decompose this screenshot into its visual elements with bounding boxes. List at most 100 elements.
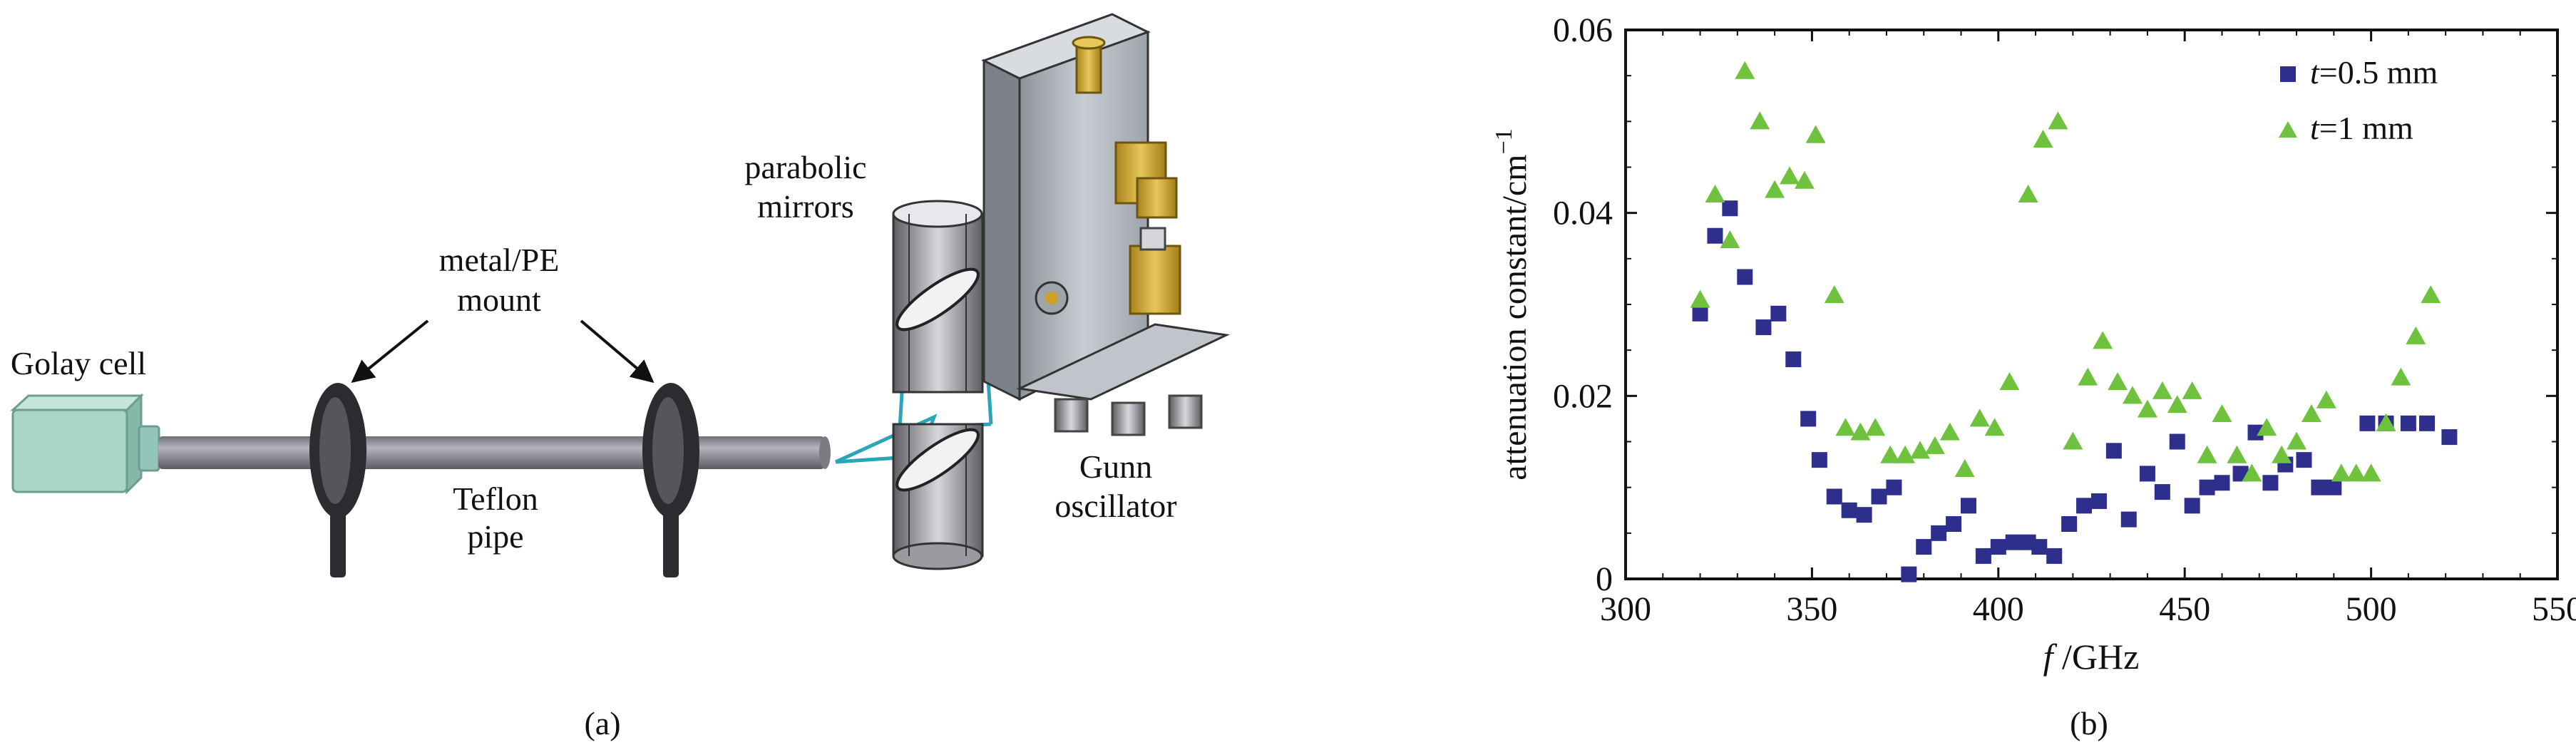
data-point-square [1990,539,2006,555]
data-point-triangle [2242,463,2262,482]
data-point-square [1800,411,1817,427]
data-point-square [2311,479,2327,495]
data-point-triangle [2137,399,2157,418]
legend-series-2-var: t [2310,110,2320,146]
legend-label-series-1: t=0.5 mm [2310,54,2438,91]
data-point-square [2262,475,2279,491]
data-point-square [2139,466,2155,482]
golay-cell-icon [10,393,160,495]
data-point-triangle [2108,372,2128,391]
x-tick-label: 550 [2532,590,2576,628]
mount-arrow-left [351,319,429,384]
legend-marker-triangle [2279,121,2297,138]
data-point-square [1770,305,1787,322]
gunn-oscillator-label-line1: Gunn [1079,448,1152,485]
data-point-triangle [2421,285,2441,304]
data-point-triangle [1999,372,2020,391]
y-axis-label-text: attenuation constant/cm [1496,154,1534,480]
data-point-triangle [2331,463,2351,482]
data-point-square [2247,424,2264,441]
data-point-square [2359,415,2376,431]
data-point-triangle [1705,185,1725,202]
data-point-square [2296,452,2312,468]
mount-label-line2: mount [457,282,541,318]
series-t-1mm [1690,61,2441,482]
data-point-triangle [1984,418,2005,436]
data-point-square [1707,227,1723,244]
y-tick-label: 0.06 [1553,11,1613,49]
data-point-triangle [2093,331,2113,349]
data-point-triangle [1765,180,1785,198]
series-t-0-5mm [1692,200,2458,582]
x-tick-label: 400 [1973,590,2024,628]
data-point-square [2046,548,2063,564]
data-point-square [1856,507,1872,523]
data-point-triangle [2167,395,2187,413]
data-point-triangle [2346,463,2366,482]
x-tick-label: 500 [2346,590,2397,628]
data-point-square [1871,488,1887,505]
data-point-triangle [2227,445,2247,463]
data-point-square [2199,479,2215,495]
data-point-triangle [2048,111,2068,130]
data-point-triangle [1835,418,1856,436]
data-point-square [1946,516,1962,532]
data-point-triangle [2033,130,2053,148]
data-point-triangle [2376,413,2396,431]
y-tick-label: 0.02 [1553,377,1613,415]
parabolic-mirrors-label-line1: parabolic [744,149,866,185]
data-point-triangle [2316,390,2336,409]
data-point-square [1901,566,1917,582]
data-point-triangle [2182,381,2202,399]
data-point-triangle [1850,422,1871,441]
data-point-square [2105,443,2122,459]
data-point-triangle [2078,367,2098,386]
data-point-triangle [1735,61,1755,79]
data-point-triangle [1865,418,1886,436]
data-point-triangle [1895,445,1916,463]
data-point-square [1692,305,1708,322]
data-point-triangle [2361,463,2381,482]
gunn-oscillator-icon [981,13,1231,436]
data-point-square [2169,433,2185,450]
teflon-pipe-label-line2: pipe [467,518,523,555]
mount-label-line1: metal/PE [439,242,560,278]
y-axis-label-sup: −1 [1491,128,1517,154]
data-point-square [1931,525,1947,541]
data-point-triangle [1910,441,1931,459]
data-point-square [1841,502,1857,518]
data-point-square [2076,498,2093,514]
legend-label-series-2: t=1 mm [2310,110,2413,146]
x-tick-label: 450 [2159,590,2210,628]
data-point-square [1737,269,1753,285]
data-point-square [2419,415,2436,431]
data-point-square [1960,498,1976,514]
data-point-triangle [2391,367,2411,386]
data-point-triangle [1780,166,1800,185]
data-point-triangle [1939,422,1960,441]
data-point-square [2031,539,2048,555]
mount-right [642,383,699,577]
x-axis-label: f /GHz [2043,637,2140,677]
setup-diagram: Golay cell metal/PE mount Teflon pipe pa… [10,13,1231,741]
legend-marker-square [2280,66,2296,82]
golay-cell-label: Golay cell [11,345,146,381]
gunn-oscillator-label-line2: oscillator [1054,488,1176,524]
y-tick-label: 0 [1596,560,1613,598]
legend: t=0.5 mm t=1 mm [2279,54,2438,146]
data-point-triangle [1805,125,1826,143]
data-point-square [2400,415,2416,431]
data-point-square [1722,200,1738,217]
data-point-triangle [2212,404,2232,422]
y-axis-label: attenuation constant/cm−1 [1491,128,1534,480]
data-point-square [1811,452,1827,468]
data-point-square [2184,498,2200,514]
data-point-triangle [1924,436,1945,454]
teflon-pipe-label-line1: Teflon [453,481,538,517]
x-tick-label: 350 [1786,590,1837,628]
data-point-triangle [2287,431,2307,450]
data-point-triangle [1824,285,1844,304]
axis-ticks [1624,29,2559,580]
parabolic-mirror-top [892,200,984,394]
